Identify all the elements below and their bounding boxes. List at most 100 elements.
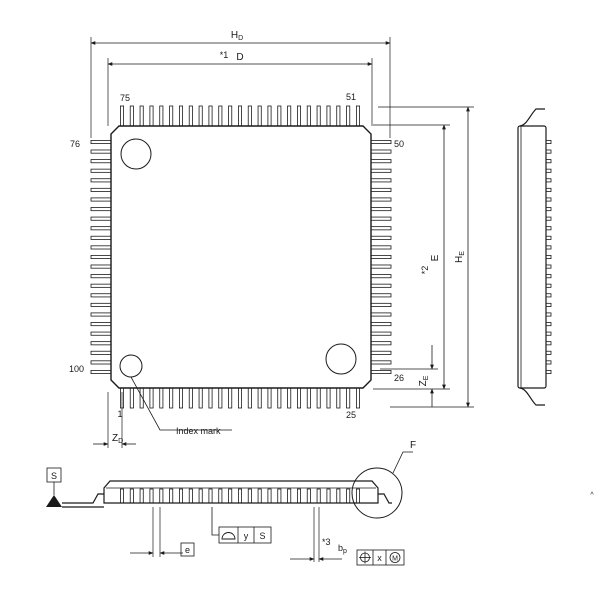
pitch-e-box xyxy=(180,542,195,557)
lead-bottom xyxy=(267,387,272,409)
stray-mark: ^ xyxy=(590,492,594,499)
side-view-leads xyxy=(545,139,552,374)
lead-left xyxy=(90,350,112,355)
lead-bottom xyxy=(346,387,351,409)
pin-100-label: 100 xyxy=(69,364,84,374)
lead-left xyxy=(90,245,112,250)
front-view-body xyxy=(103,480,379,504)
lead-bottom xyxy=(247,387,252,409)
lead-left xyxy=(90,187,112,192)
lead-left xyxy=(90,159,112,164)
side-view-lead xyxy=(545,207,552,212)
leads-top xyxy=(120,105,360,127)
lead-right xyxy=(370,187,392,192)
lead-right xyxy=(370,341,392,346)
lead-bottom xyxy=(129,387,134,409)
front-view-lead xyxy=(188,488,193,504)
front-view-lead xyxy=(296,488,301,504)
bp-label: bp xyxy=(338,543,347,555)
mmc-circle xyxy=(389,552,401,563)
lead-right xyxy=(370,168,392,173)
lead-bottom xyxy=(296,387,301,409)
side-view-lead xyxy=(545,178,552,183)
position-x-label: x xyxy=(377,553,382,563)
star3-label: *3 xyxy=(322,537,331,547)
lead-bottom xyxy=(159,387,164,409)
lead-bottom xyxy=(228,387,233,409)
lead-right xyxy=(370,254,392,259)
lead-bottom xyxy=(277,387,282,409)
lead-left xyxy=(90,139,112,144)
side-view-lead xyxy=(545,341,552,346)
front-view-lead xyxy=(287,488,292,504)
front-view-lead xyxy=(316,488,321,504)
lead-top xyxy=(306,105,311,127)
package-body xyxy=(110,125,372,389)
e-star-label: *2 xyxy=(420,266,430,275)
lead-bottom xyxy=(188,387,193,409)
lead-left xyxy=(90,264,112,269)
lead-left xyxy=(90,331,112,336)
side-view-lead xyxy=(545,235,552,240)
lead-top xyxy=(296,105,301,127)
side-view-body xyxy=(517,125,547,389)
e-label: E xyxy=(430,254,441,261)
front-view-lead xyxy=(198,488,203,504)
front-view-lead xyxy=(306,488,311,504)
lead-right xyxy=(370,331,392,336)
pin-50-label: 50 xyxy=(394,139,404,149)
side-view-lead xyxy=(545,216,552,221)
side-view-lead xyxy=(545,369,552,374)
front-view-lead xyxy=(247,488,252,504)
coplanarity-s-label: S xyxy=(259,531,265,541)
lead-left xyxy=(90,197,112,202)
lead-top xyxy=(247,105,252,127)
lead-bottom xyxy=(169,387,174,409)
front-view-lead xyxy=(178,488,183,504)
front-view-left-gullwing xyxy=(62,493,104,504)
front-view-lead xyxy=(277,488,282,504)
lead-right xyxy=(370,360,392,365)
lead-left xyxy=(90,293,112,298)
side-view-top-lead xyxy=(519,108,545,127)
side-view-lead xyxy=(545,322,552,327)
side-view-lead xyxy=(545,197,552,202)
hd-label: HD xyxy=(231,30,243,42)
side-view-lead xyxy=(545,331,552,336)
pin-76-label: 76 xyxy=(70,139,80,149)
lead-right xyxy=(370,322,392,327)
lead-bottom xyxy=(257,387,262,409)
lead-top xyxy=(287,105,292,127)
lead-left xyxy=(90,322,112,327)
pin-26-label: 26 xyxy=(394,373,404,383)
coplanarity-leader xyxy=(211,507,219,536)
lead-left xyxy=(90,216,112,221)
lead-left xyxy=(90,274,112,279)
lead-top xyxy=(120,105,125,127)
side-view-lead xyxy=(545,283,552,288)
lead-right xyxy=(370,216,392,221)
profile-surface-icon xyxy=(221,532,236,540)
pin-51-label: 51 xyxy=(346,92,356,102)
front-view-lead xyxy=(218,488,223,504)
front-view-leads xyxy=(120,488,360,504)
lead-top xyxy=(326,105,331,127)
front-view-lead xyxy=(326,488,331,504)
side-view-lead xyxy=(545,149,552,154)
lead-right xyxy=(370,264,392,269)
pin-1-label: 1 xyxy=(117,409,122,419)
leads-right xyxy=(370,139,392,374)
lead-left xyxy=(90,312,112,317)
d-star-label: *1 xyxy=(220,50,229,60)
mmc-label: M xyxy=(392,556,398,563)
side-view-right xyxy=(517,108,552,406)
lead-top xyxy=(159,105,164,127)
side-view-lead xyxy=(545,245,552,250)
side-view-lead xyxy=(545,264,552,269)
lead-top xyxy=(336,105,341,127)
front-view: F S e y S *3 bp x xyxy=(46,440,416,566)
lead-top xyxy=(267,105,272,127)
lead-top xyxy=(169,105,174,127)
lead-left xyxy=(90,226,112,231)
lead-bottom xyxy=(316,387,321,409)
